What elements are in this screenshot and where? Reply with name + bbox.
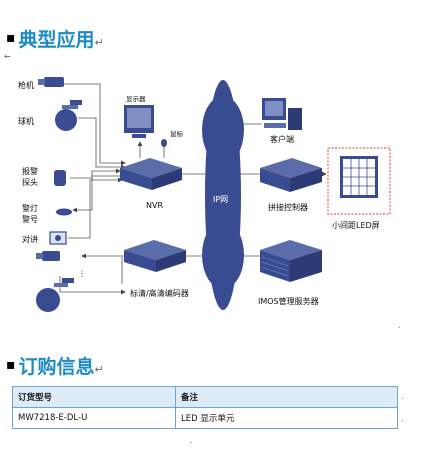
table-row: MW7218-E-DL-U LED 显示单元	[12, 407, 398, 429]
column-header-remark: 备注	[175, 386, 398, 408]
arrow-mark: ←	[4, 52, 11, 61]
section-title-text: 典型应用	[18, 29, 95, 51]
alarm-light-label-1: 警灯	[22, 203, 38, 213]
alarm-light-icon	[56, 208, 72, 216]
mouse-label: 鼠标	[170, 129, 184, 138]
splicing-controller-label: 拼接控制器	[268, 202, 308, 212]
column-header-model: 订货型号	[12, 386, 176, 408]
alarm-probe-icon	[54, 170, 66, 186]
section-title-typical-application: ▪典型应用↵	[6, 25, 104, 52]
ip-network-label: IP网	[213, 195, 228, 204]
small-camera-icon	[36, 251, 60, 261]
alarm-probe-label-1: 报警	[22, 166, 38, 176]
camera-ellipsis: ⋮	[78, 269, 86, 278]
encoder-icon	[124, 240, 186, 272]
imos-server-label: IMOS管理服务器	[258, 296, 319, 306]
paragraph-mark: ↵	[94, 36, 104, 49]
dot-mark: .	[190, 436, 193, 445]
dome-camera-icon	[55, 100, 82, 131]
alarm-light-label-2: 警号	[22, 214, 38, 224]
monitor-label: 显示器	[126, 95, 146, 103]
intercom-icon	[49, 231, 67, 245]
led-screen-icon	[327, 147, 391, 215]
intercom-label: 对讲	[22, 234, 38, 244]
network-topology-diagram: IP网 枪机 球机 报警 探头 警灯 警号 对讲 显示器 鼠标	[18, 77, 391, 312]
ip-network-cloud: IP网	[202, 80, 244, 310]
imos-server-icon	[260, 240, 322, 282]
gun-camera-icon	[38, 77, 64, 87]
dome-camera-2-icon	[36, 278, 74, 312]
encoder-label: 标清/高清编码器	[130, 288, 189, 298]
row-end-mark: .	[401, 392, 404, 401]
remark-cell: LED 显示单元	[175, 407, 398, 429]
led-screen-label: 小间距LED屏	[332, 221, 380, 230]
bullet-icon: ▪	[6, 357, 16, 373]
alarm-probe-label-2: 探头	[22, 177, 38, 187]
section-title-order-info: ▪订购信息↵	[6, 352, 104, 379]
model-cell: MW7218-E-DL-U	[12, 407, 176, 429]
nvr-label: NVR	[146, 201, 163, 210]
row-end-mark: .	[401, 414, 404, 423]
gun-camera-label: 枪机	[18, 80, 34, 90]
order-table: 订货型号 备注 MW7218-E-DL-U LED 显示单元	[12, 386, 398, 429]
dome-camera-label: 球机	[18, 116, 34, 126]
client-pc-icon	[262, 98, 302, 130]
table-header-row: 订货型号 备注	[12, 386, 398, 408]
mouse-icon	[161, 139, 167, 147]
client-label: 客户端	[270, 134, 294, 144]
nvr-icon	[120, 158, 182, 190]
dot-mark: .	[398, 321, 401, 330]
splicing-controller-icon	[260, 158, 322, 192]
section-title-text: 订购信息	[18, 356, 95, 378]
paragraph-mark: ↵	[94, 363, 104, 376]
monitor-icon	[124, 105, 154, 138]
bullet-icon: ▪	[6, 30, 16, 46]
